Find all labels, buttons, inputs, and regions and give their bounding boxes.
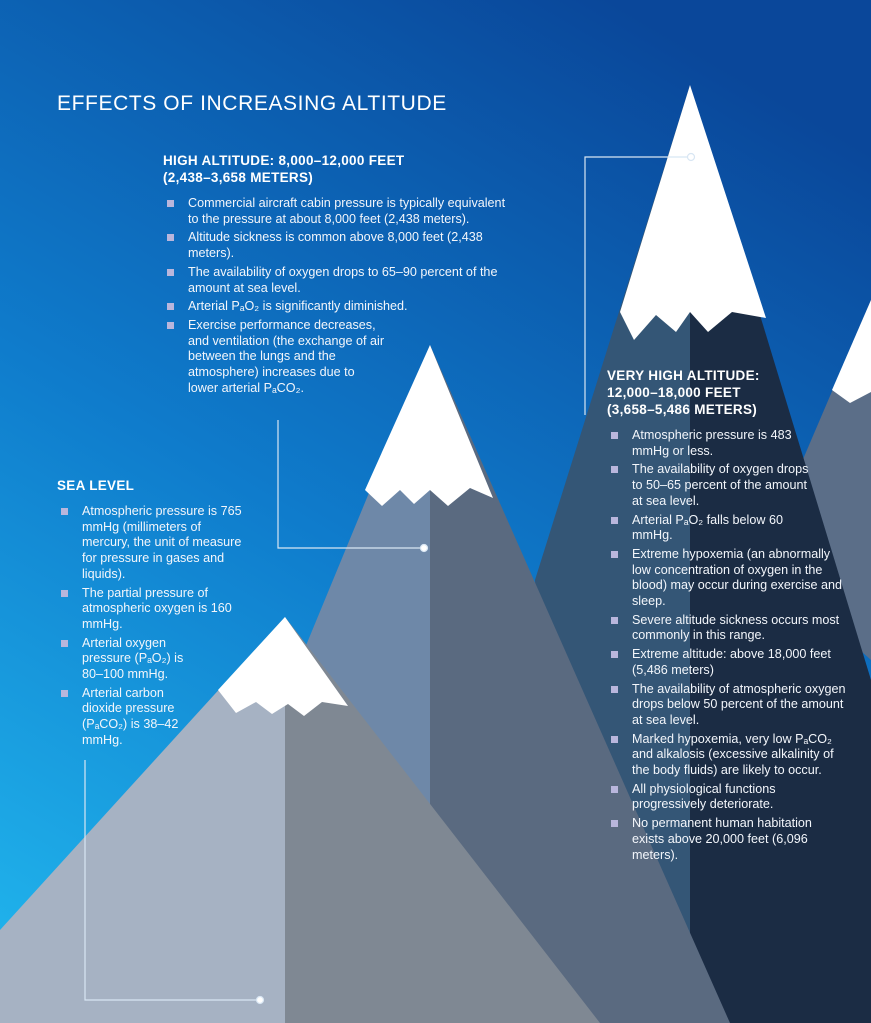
list-item: The partial pressure of atmospheric oxyg… <box>57 586 242 633</box>
very-high-connector <box>584 156 687 415</box>
very-high-altitude-section: VERY HIGH ALTITUDE: 12,000–18,000 FEET (… <box>607 367 847 866</box>
very-high-altitude-heading: VERY HIGH ALTITUDE: 12,000–18,000 FEET (… <box>607 367 847 418</box>
list-item: Exercise performance decreases, and vent… <box>163 318 388 397</box>
sea-level-heading: SEA LEVEL <box>57 478 135 493</box>
high-altitude-heading: HIGH ALTITUDE: 8,000–12,000 FEET (2,438–… <box>163 152 508 186</box>
heading-line: HIGH ALTITUDE: 8,000–12,000 FEET <box>163 153 405 168</box>
list-item: The availability of oxygen drops to 50–6… <box>607 462 812 509</box>
list-item: The availability of oxygen drops to 65–9… <box>163 265 508 296</box>
heading-line: (3,658–5,486 METERS) <box>607 402 758 417</box>
list-item: Arterial PₐO₂ falls below 60 mmHg. <box>607 513 792 544</box>
heading-line: 12,000–18,000 FEET <box>607 385 741 400</box>
sea-level-list: Atmospheric pressure is 765 mmHg (millim… <box>57 504 267 749</box>
list-item: Arterial PₐO₂ is significantly diminishe… <box>163 299 508 315</box>
sea-connector <box>84 760 256 1001</box>
list-item: Atmospheric pressure is 765 mmHg (millim… <box>57 504 242 583</box>
heading-line: VERY HIGH ALTITUDE: <box>607 368 760 383</box>
list-item: Extreme altitude: above 18,000 feet (5,4… <box>607 647 842 678</box>
high-connector <box>277 420 420 549</box>
list-item: Arterial oxygen pressure (PₐO₂) is 80–10… <box>57 636 202 683</box>
list-item: Marked hypoxemia, very low PₐCO₂ and alk… <box>607 732 847 779</box>
high-altitude-list: Commercial aircraft cabin pressure is ty… <box>163 196 508 396</box>
list-item: Extreme hypoxemia (an abnormally low con… <box>607 547 847 610</box>
list-item: All physiological functions progressivel… <box>607 782 842 813</box>
high-altitude-section: HIGH ALTITUDE: 8,000–12,000 FEET (2,438–… <box>163 152 508 399</box>
list-item: Commercial aircraft cabin pressure is ty… <box>163 196 508 227</box>
heading-line: (2,438–3,658 METERS) <box>163 170 314 185</box>
list-item: Severe altitude sickness occurs most com… <box>607 613 847 644</box>
sea-level-section: SEA LEVEL Atmospheric pressure is 765 mm… <box>57 477 267 752</box>
list-item: Arterial carbon dioxide pressure (PₐCO₂)… <box>57 686 192 749</box>
list-item: Altitude sickness is common above 8,000 … <box>163 230 508 261</box>
very-high-altitude-list: Atmospheric pressure is 483 mmHg or less… <box>607 428 847 863</box>
list-item: No permanent human habitation exists abo… <box>607 816 847 863</box>
sea-level-mountain <box>0 617 600 1023</box>
list-item: The availability of atmospheric oxygen d… <box>607 682 847 729</box>
list-item: Atmospheric pressure is 483 mmHg or less… <box>607 428 792 459</box>
connector-lines <box>84 152 696 1005</box>
page-title: EFFECTS OF INCREASING ALTITUDE <box>57 92 447 115</box>
